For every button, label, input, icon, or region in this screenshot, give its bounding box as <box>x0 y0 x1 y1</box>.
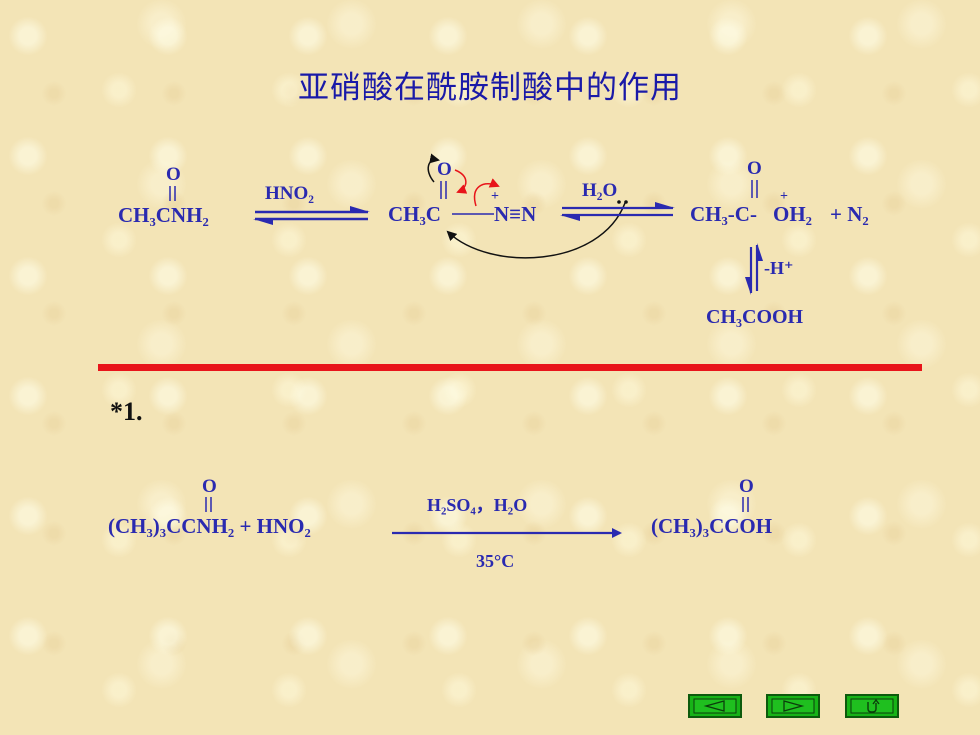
next-slide-button[interactable] <box>766 694 820 718</box>
lone-pair-arrow <box>427 153 440 183</box>
section-divider <box>98 364 922 371</box>
pi-bond-arrow <box>454 169 468 194</box>
triangle-left-icon <box>693 698 737 714</box>
return-arrow-icon <box>850 698 894 714</box>
intermediate-oxygen: O <box>437 159 452 180</box>
final-product-acetic-acid: CH₃COOH <box>706 306 804 328</box>
prev-slide-button[interactable] <box>688 694 742 718</box>
intermediate-diazonium: N≡N <box>494 202 536 226</box>
example-reactants: (CH₃)₃CCNH₂ + HNO₂ <box>108 514 311 538</box>
oxonium-charge: + <box>780 189 788 204</box>
example-reactant-oxygen: O <box>202 476 217 497</box>
water-attack-arrow <box>446 202 626 259</box>
page-title: 亚硝酸在酰胺制酸中的作用 <box>298 70 682 106</box>
reactant-oxygen: O <box>166 164 181 185</box>
example-conditions-reagents: H₂SO₄，H₂O <box>427 495 527 515</box>
reagent-hno2: HNO₂ <box>265 183 314 204</box>
reactant-acetamide: CH₃CNH₂ <box>118 203 209 227</box>
diazonium-charge: + <box>491 189 499 204</box>
reagent-water: H₂O <box>582 180 617 201</box>
example-number: *1. <box>110 397 143 426</box>
return-button[interactable] <box>845 694 899 718</box>
triangle-right-icon <box>771 698 815 714</box>
intermediate-acyl: CH₃C <box>388 202 441 226</box>
product-oxygen: O <box>747 158 762 179</box>
leaving-group-arrow <box>473 178 500 207</box>
example-conditions-temperature: 35°C <box>476 551 514 571</box>
example-product: (CH₃)₃CCOH <box>651 514 772 538</box>
deprotonation-label: -H⁺ <box>764 258 794 278</box>
product-oxonium: OH₂ <box>773 202 812 226</box>
example-product-oxygen: O <box>739 476 754 497</box>
nitrogen-byproduct: + N₂ <box>830 202 869 226</box>
product-acyl: CH₃-C- <box>690 202 757 226</box>
